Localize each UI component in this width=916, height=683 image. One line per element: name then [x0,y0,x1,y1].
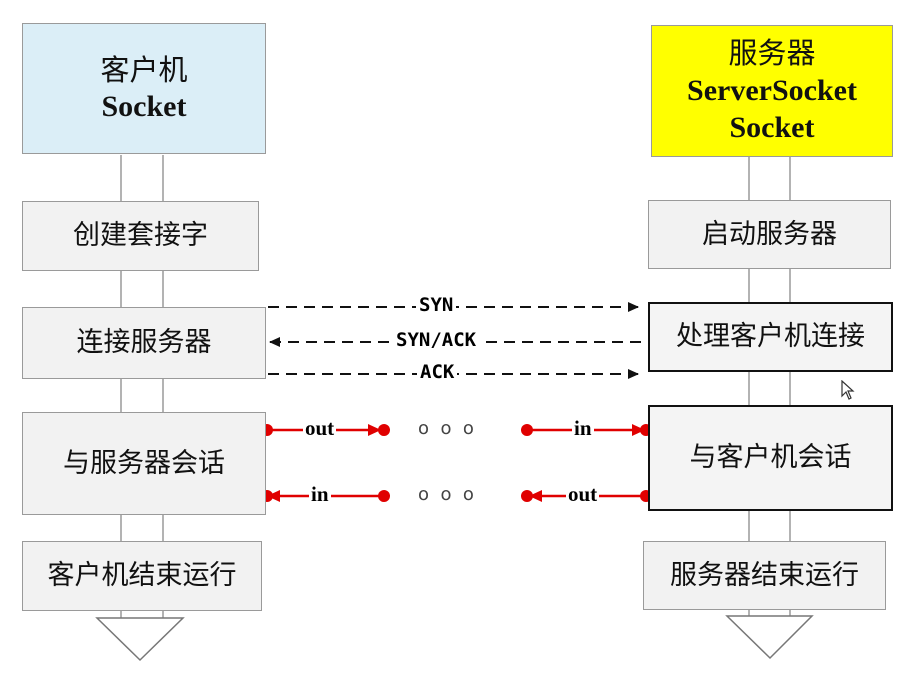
ack-label: ACK [417,361,458,383]
client-out-label: out [303,416,337,441]
stream-ellipsis-top: o o o [418,418,474,439]
server-start: 启动服务器 [648,200,891,269]
server-handle-connection: 处理客户机连接 [648,302,893,372]
client-header-title: 客户机 [100,52,188,87]
server-end: 服务器结束运行 [643,541,886,610]
synack-label: SYN/ACK [393,329,480,351]
client-connect-server: 连接服务器 [22,307,266,379]
server-header-socket: Socket [729,111,815,145]
server-header-serversocket: ServerSocket [687,73,857,107]
client-session: 与服务器会话 [22,412,266,515]
server-header: 服务器 ServerSocket Socket [651,25,893,157]
syn-label: SYN [416,294,457,316]
server-out-label: out [566,482,600,507]
client-in-label: in [309,482,331,507]
stream-ellipsis-bottom: o o o [418,484,474,505]
client-header: 客户机 Socket [22,23,266,154]
server-in-label: in [572,416,594,441]
server-session: 与客户机会话 [648,405,893,511]
server-end-arrow [725,615,814,660]
server-header-title: 服务器 [728,36,816,71]
mouse-cursor-icon [841,380,855,400]
client-end-arrow [95,617,185,662]
client-create-socket: 创建套接字 [22,201,259,271]
client-end: 客户机结束运行 [22,541,262,611]
client-header-socket: Socket [101,89,187,123]
